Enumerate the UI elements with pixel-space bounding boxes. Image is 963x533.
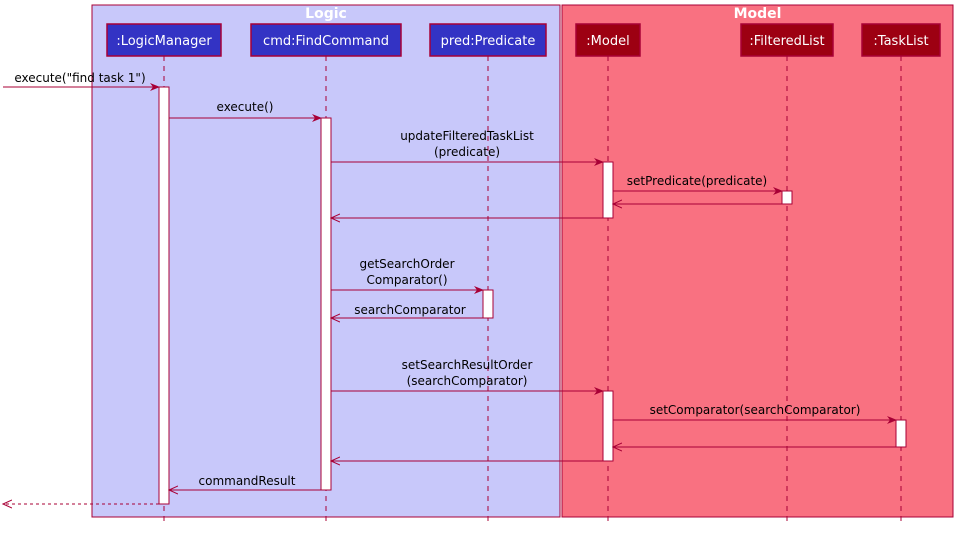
participant-label-fl: :FilteredList <box>749 34 824 49</box>
participant-label-pred: pred:Predicate <box>441 34 536 49</box>
message-label-m9: setSearchResultOrder <box>402 358 533 372</box>
message-label-m9: (searchComparator) <box>407 374 528 388</box>
participant-label-tl: :TaskList <box>873 34 928 49</box>
message-label-m10: setComparator(searchComparator) <box>650 403 861 417</box>
message-label-m3: updateFilteredTaskList <box>400 129 534 143</box>
activation-bar-model <box>602 161 614 219</box>
participant-box-model <box>575 23 641 57</box>
activation-bar-fc <box>320 117 332 491</box>
message-label-m1: execute("find task 1") <box>14 71 145 85</box>
message-label-m13: commandResult <box>199 474 296 488</box>
group-title-model: Model <box>734 6 782 22</box>
participant-box-lm <box>106 23 222 57</box>
activation-bar-fl <box>781 190 793 205</box>
activation-bar-model <box>602 390 614 462</box>
activation-bar-tl <box>895 419 907 448</box>
activation-bar-pred <box>482 289 494 319</box>
message-label-m4: setPredicate(predicate) <box>627 174 767 188</box>
message-label-m8: searchComparator <box>354 303 466 317</box>
message-label-m3: (predicate) <box>434 145 500 159</box>
participant-label-model: :Model <box>586 34 629 49</box>
participant-box-pred <box>429 23 547 57</box>
group-title-logic: Logic <box>305 6 347 22</box>
participant-box-fl <box>740 23 834 57</box>
activation-bar-lm <box>158 86 170 505</box>
message-label-m7: Comparator() <box>366 273 447 287</box>
participant-box-tl <box>861 23 941 57</box>
message-label-m2: execute() <box>217 100 274 114</box>
participant-box-fc <box>250 23 402 57</box>
message-label-m7: getSearchOrder <box>359 257 454 271</box>
group-frame-model <box>561 4 954 518</box>
participant-label-fc: cmd:FindCommand <box>263 34 389 49</box>
participant-label-lm: :LogicManager <box>116 34 212 49</box>
